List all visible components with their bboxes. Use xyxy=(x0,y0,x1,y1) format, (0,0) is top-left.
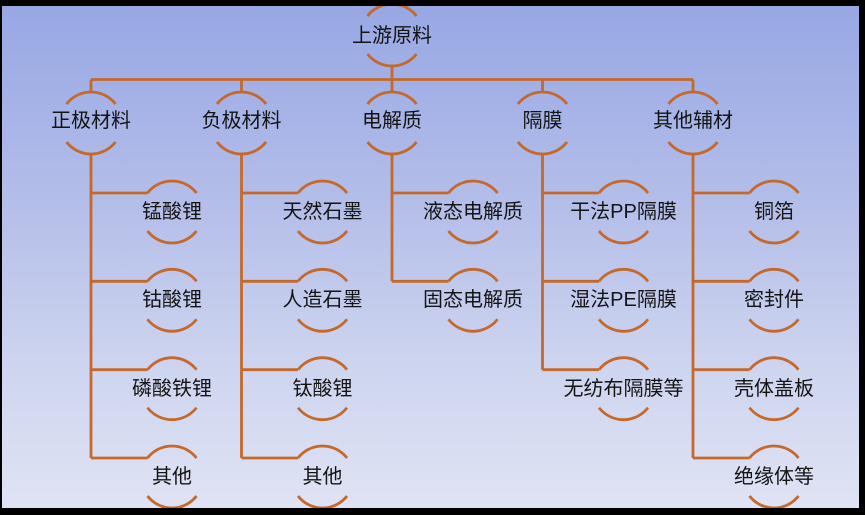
branch-label-0: 正极材料 xyxy=(51,110,131,132)
leaf-label: 干法PP隔膜 xyxy=(570,201,677,223)
leaf-label: 磷酸铁锂 xyxy=(132,377,212,400)
leaf-label: 锰酸锂 xyxy=(142,201,202,223)
connector-lines xyxy=(89,66,750,460)
node-circle-branch-4-child-0 xyxy=(748,179,800,245)
leaf-label: 液态电解质 xyxy=(423,201,523,223)
node-circle-branch-0-child-0 xyxy=(146,179,198,245)
branch-label-1: 负极材料 xyxy=(201,110,282,132)
node-circle-branch-4 xyxy=(667,90,719,156)
node-circle-branch-3-child-0 xyxy=(597,179,650,245)
node-circle-branch-4-child-2 xyxy=(748,356,800,422)
node-circle-branch-2-child-0 xyxy=(447,179,499,245)
leaf-label: 人造石墨 xyxy=(282,289,363,312)
leaf-label: 无纺布隔膜等 xyxy=(563,377,684,400)
node-circle-branch-4-child-1 xyxy=(748,267,800,333)
node-circle-branch-4-child-3 xyxy=(748,444,800,510)
leaf-label: 密封件 xyxy=(744,289,804,312)
leaf-label: 铜箔 xyxy=(754,201,794,223)
node-circle-branch-0-child-2 xyxy=(146,356,198,422)
node-circle-branch-1-child-0 xyxy=(296,179,349,245)
leaf-label: 钴酸锂 xyxy=(142,289,202,312)
node-circle-branch-2 xyxy=(366,90,418,156)
node-circle-branch-0-child-3 xyxy=(146,444,198,510)
node-circle-branch-0-child-1 xyxy=(146,267,198,333)
node-circle-branch-1-child-2 xyxy=(296,356,349,422)
branch-label-2: 电解质 xyxy=(362,110,422,132)
node-circle-branch-1 xyxy=(215,90,268,156)
leaf-label: 湿法PE隔膜 xyxy=(570,289,677,312)
frame-bottom-bar xyxy=(0,508,865,515)
frame-top-bar xyxy=(0,0,865,6)
node-circle-branch-0 xyxy=(65,90,117,156)
leaf-label: 壳体盖板 xyxy=(734,377,814,400)
leaf-label: 天然石墨 xyxy=(282,201,363,223)
frame-left-bar xyxy=(0,0,2,515)
leaf-label: 固态电解质 xyxy=(423,289,523,312)
node-circle-branch-1-child-1 xyxy=(296,267,349,333)
node-circle-branch-2-child-1 xyxy=(447,267,499,333)
branch-label-3: 隔膜 xyxy=(522,110,563,132)
node-circle-branch-3-child-1 xyxy=(597,267,650,333)
node-label-root: 上游原料 xyxy=(352,25,432,47)
branch-label-4: 其他辅材 xyxy=(653,110,733,132)
node-circle-branch-3 xyxy=(516,90,569,156)
node-circle-branch-3-child-2 xyxy=(597,356,650,422)
frame-right-bar xyxy=(859,0,865,515)
node-circle-branch-1-child-3 xyxy=(296,444,349,510)
leaf-label: 绝缘体等 xyxy=(734,466,814,488)
leaf-label: 钛酸锂 xyxy=(292,377,353,400)
leaf-label: 其他 xyxy=(302,466,343,488)
leaf-label: 其他 xyxy=(152,466,192,488)
